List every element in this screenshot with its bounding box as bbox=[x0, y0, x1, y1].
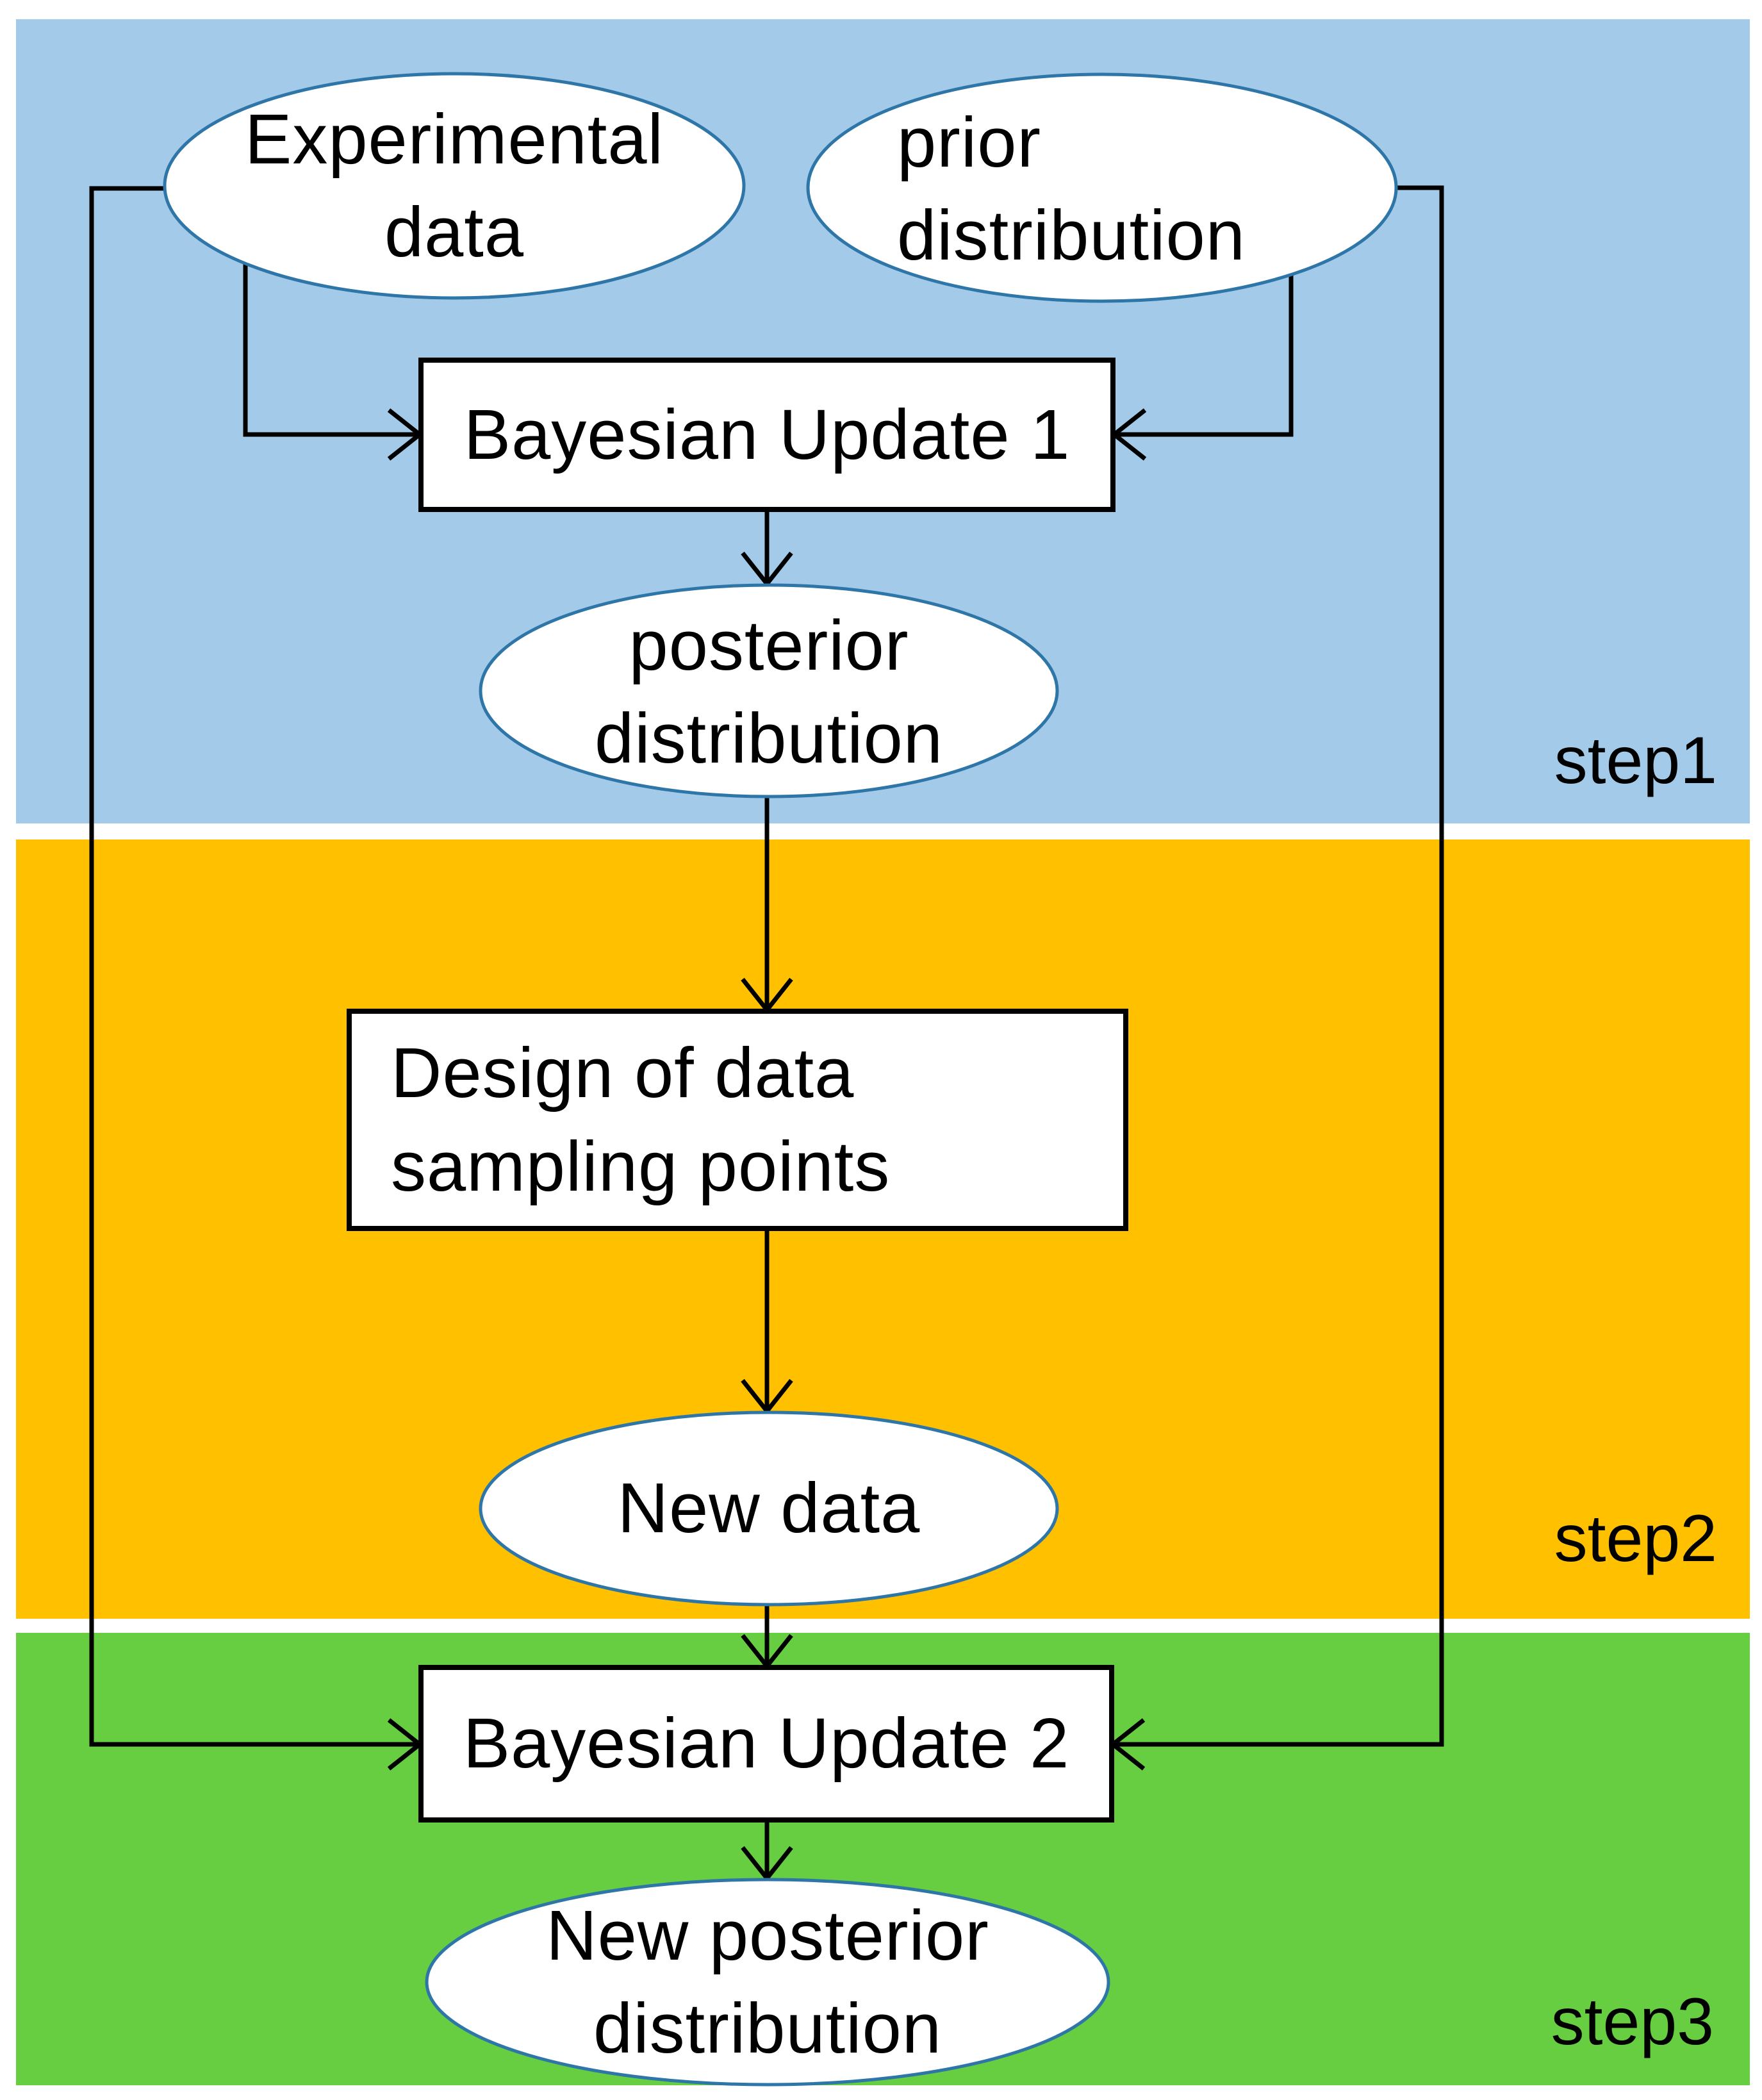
new-data-text: New data bbox=[617, 1469, 921, 1548]
new-data-label: New data bbox=[481, 1429, 1057, 1588]
step3-label: step3 bbox=[1551, 1985, 1714, 2059]
connector-experimental-to-bu2 bbox=[89, 186, 416, 1747]
new-data-ellipse bbox=[479, 1410, 1059, 1607]
new-posterior-line2: distribution bbox=[593, 1989, 942, 2068]
experimental-data-line1: Experimental bbox=[245, 99, 664, 179]
posterior-distribution-line2: distribution bbox=[595, 699, 943, 778]
new-posterior-distribution-label: New posterior distribution bbox=[427, 1889, 1108, 2075]
new-posterior-distribution-ellipse bbox=[425, 1878, 1110, 2087]
design-sampling-line1: Design of data bbox=[391, 1034, 855, 1113]
posterior-distribution-line1: posterior bbox=[629, 606, 909, 685]
prior-distribution-line1: prior bbox=[897, 103, 1042, 182]
prior-distribution-ellipse bbox=[806, 72, 1398, 303]
experimental-data-label: Experimental data bbox=[198, 93, 711, 279]
connector-prior-to-bu1 bbox=[1117, 275, 1294, 437]
posterior-distribution-label: posterior distribution bbox=[481, 599, 1057, 785]
design-sampling-label: Design of data sampling points bbox=[391, 1011, 1121, 1228]
new-posterior-line1: New posterior bbox=[546, 1896, 989, 1975]
bayesian-update-1-box bbox=[418, 358, 1116, 512]
connector-prior-to-bu2 bbox=[1116, 185, 1444, 1747]
bayesian-update-2-label: Bayesian Update 2 bbox=[421, 1667, 1112, 1820]
bayesian-update-2-box bbox=[418, 1665, 1114, 1823]
design-sampling-box bbox=[347, 1009, 1128, 1231]
posterior-distribution-ellipse bbox=[479, 583, 1059, 798]
prior-distribution-line2: distribution bbox=[897, 196, 1246, 275]
bayesian-update-2-text: Bayesian Update 2 bbox=[463, 1704, 1070, 1783]
experimental-data-ellipse bbox=[163, 72, 746, 300]
design-sampling-line2: sampling points bbox=[391, 1127, 891, 1206]
experimental-data-line2: data bbox=[384, 193, 525, 272]
prior-distribution-label: prior distribution bbox=[897, 96, 1320, 282]
step2-label: step2 bbox=[1554, 1501, 1717, 1576]
bayesian-update-1-text: Bayesian Update 1 bbox=[463, 395, 1071, 474]
step1-label: step1 bbox=[1554, 723, 1717, 798]
connector-experimental-to-bu1 bbox=[243, 263, 416, 437]
bayesian-update-1-label: Bayesian Update 1 bbox=[421, 360, 1113, 509]
